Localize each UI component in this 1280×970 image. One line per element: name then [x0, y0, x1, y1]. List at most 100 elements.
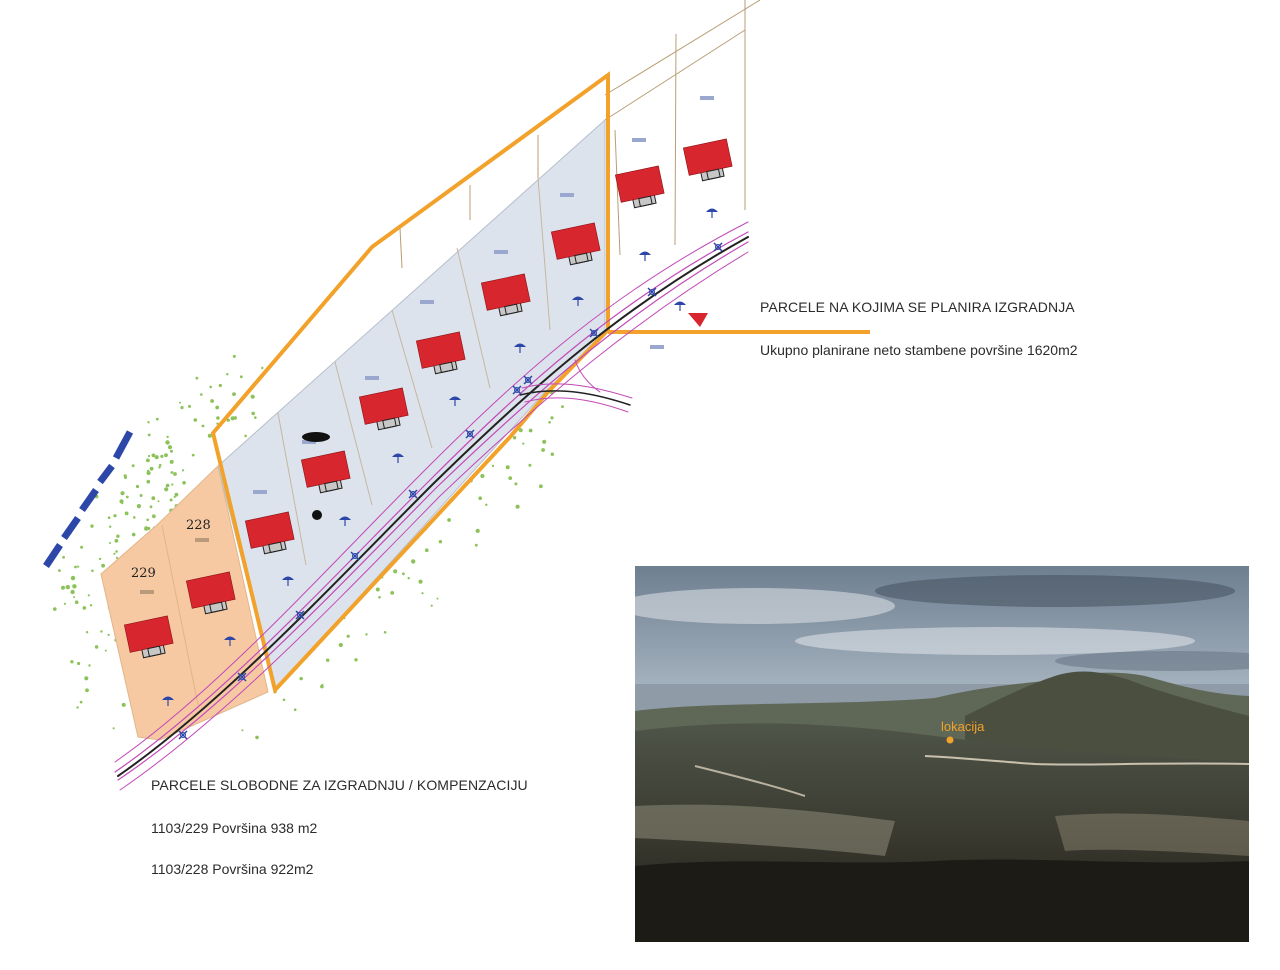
vegetation-dot: [107, 516, 111, 519]
vegetation-dot: [70, 589, 75, 595]
tree-icon: [339, 516, 351, 526]
vegetation-dot: [124, 476, 127, 479]
planned-parcels-outline: [210, 71, 610, 695]
vegetation-dot: [171, 483, 174, 486]
vegetation-dot: [383, 631, 387, 634]
vegetation-dot: [65, 585, 69, 589]
vegetation-dot: [146, 479, 151, 484]
vegetation-dot: [58, 569, 61, 572]
vegetation-dot: [109, 542, 111, 544]
vegetation-dot: [116, 534, 120, 538]
vegetation-dot: [505, 465, 510, 470]
vegetation-dot: [70, 660, 74, 664]
vegetation-dot: [485, 503, 488, 506]
house: [185, 571, 236, 615]
road-marker-icon: [408, 489, 418, 499]
blue-boundary-line: [43, 430, 134, 568]
vegetation-dot: [528, 428, 533, 433]
tree-icon: [282, 576, 294, 586]
vegetation-dot: [390, 591, 395, 595]
vegetation-dot: [541, 448, 545, 452]
vegetation-dot: [421, 592, 424, 595]
vegetation-dot: [147, 421, 150, 424]
vegetation-dot: [89, 604, 93, 607]
vegetation-dot: [90, 524, 94, 528]
planned-area-note: Ukupno planirane neto stambene površine …: [760, 342, 1078, 358]
vegetation-dot: [173, 495, 176, 498]
house: [682, 138, 733, 182]
vegetation-dot: [84, 676, 89, 681]
vegetation-dot: [80, 545, 84, 549]
vegetation-dot: [85, 688, 89, 693]
vegetation-dot: [346, 634, 350, 638]
tree-icon: [449, 396, 461, 406]
vegetation-dot: [239, 375, 243, 379]
vegetation-dot: [201, 424, 205, 428]
vegetation-dot: [131, 464, 135, 468]
free-parcel-229-area: 1103/229 Površina 938 m2: [151, 820, 318, 836]
house: [480, 273, 531, 317]
vegetation-dot: [104, 649, 107, 652]
road-marker-icon: [512, 385, 522, 395]
vegetation-dot: [226, 418, 230, 422]
tree-icon: [392, 453, 404, 463]
road-marker-icon: [523, 375, 533, 385]
location-photo: [635, 566, 1249, 942]
vegetation-dot: [174, 492, 179, 497]
vegetation-dot: [151, 496, 156, 501]
vegetation-dot: [70, 575, 76, 581]
planned-parcels-heading: PARCELE NA KOJIMA SE PLANIRA IZGRADNJA: [760, 299, 1075, 315]
vegetation-dot: [542, 439, 547, 444]
vegetation-dot: [411, 559, 416, 564]
vegetation-dot: [173, 472, 177, 476]
houses: [123, 138, 733, 659]
vegetation-dot: [354, 658, 358, 662]
vegetation-dot: [98, 557, 102, 561]
vegetation-dot: [79, 700, 83, 704]
planned-parcels-area: [217, 118, 606, 692]
vegetation-dot: [179, 401, 181, 404]
vegetation-dot: [241, 729, 244, 732]
vegetation-dot: [518, 428, 523, 433]
vegetation-dot: [146, 469, 150, 473]
tree-symbols: [162, 208, 723, 740]
red-sign: [688, 313, 708, 327]
vegetation-dot: [74, 600, 79, 604]
vegetation-dot: [378, 596, 381, 599]
vegetation-dot: [514, 482, 518, 486]
vegetation-dot: [480, 473, 485, 479]
vegetation-dot: [425, 548, 429, 552]
vegetation-dot: [160, 454, 164, 458]
vegetation-dot: [478, 496, 483, 501]
house: [244, 511, 295, 555]
vegetation-dot: [115, 550, 118, 553]
vegetation-dot: [113, 552, 116, 555]
vegetation-dot: [193, 418, 198, 422]
house: [123, 615, 174, 659]
road-marker-icon: [295, 610, 305, 620]
road: [114, 221, 749, 791]
vegetation-dot: [561, 405, 564, 409]
vegetation-dot: [548, 421, 551, 424]
vegetation-dot: [109, 525, 112, 528]
vegetation-dot: [475, 528, 480, 534]
vegetation-dot: [88, 664, 91, 667]
vegetation-dot: [146, 458, 150, 463]
house: [614, 165, 665, 209]
house: [550, 222, 601, 266]
vegetation-dot: [155, 417, 159, 421]
vegetation-dot: [124, 511, 129, 516]
vegetation-dot: [73, 596, 76, 599]
parcel-tags: [140, 96, 714, 594]
vegetation-dot: [550, 452, 554, 456]
road-marker-icon: [647, 287, 657, 297]
vegetation-dot: [164, 453, 168, 458]
vegetation-dot: [87, 594, 90, 597]
vegetation-dot: [210, 399, 215, 403]
vegetation-dot: [218, 383, 222, 388]
vegetation-dot: [232, 354, 236, 358]
tree-icon: [639, 251, 651, 261]
vegetation-dot: [62, 555, 65, 559]
vegetation-dot: [320, 684, 324, 689]
black-dot: [312, 510, 322, 520]
